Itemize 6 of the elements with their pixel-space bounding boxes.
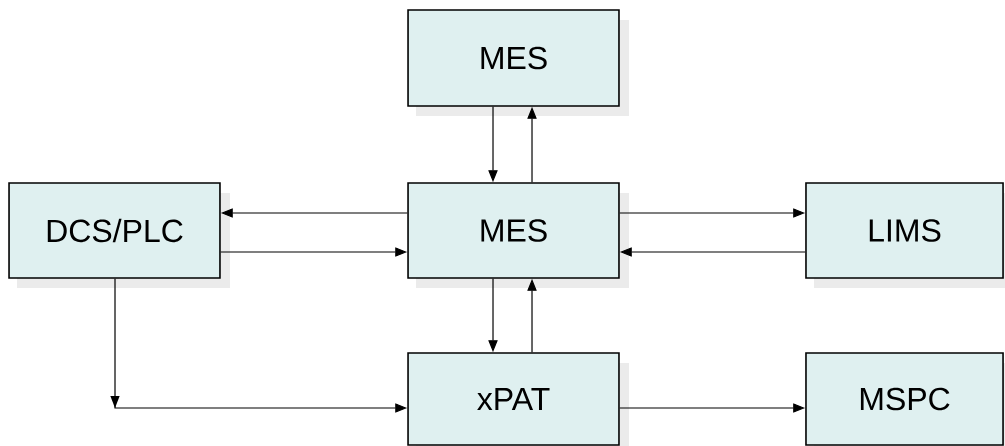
process-box: LIMS [805, 182, 1004, 279]
process-box: MES [407, 9, 620, 107]
process-box: MSPC [805, 352, 1004, 446]
process-box: MES [407, 182, 620, 279]
process-box: xPAT [407, 352, 620, 446]
process-box: DCS/PLC [8, 182, 221, 279]
